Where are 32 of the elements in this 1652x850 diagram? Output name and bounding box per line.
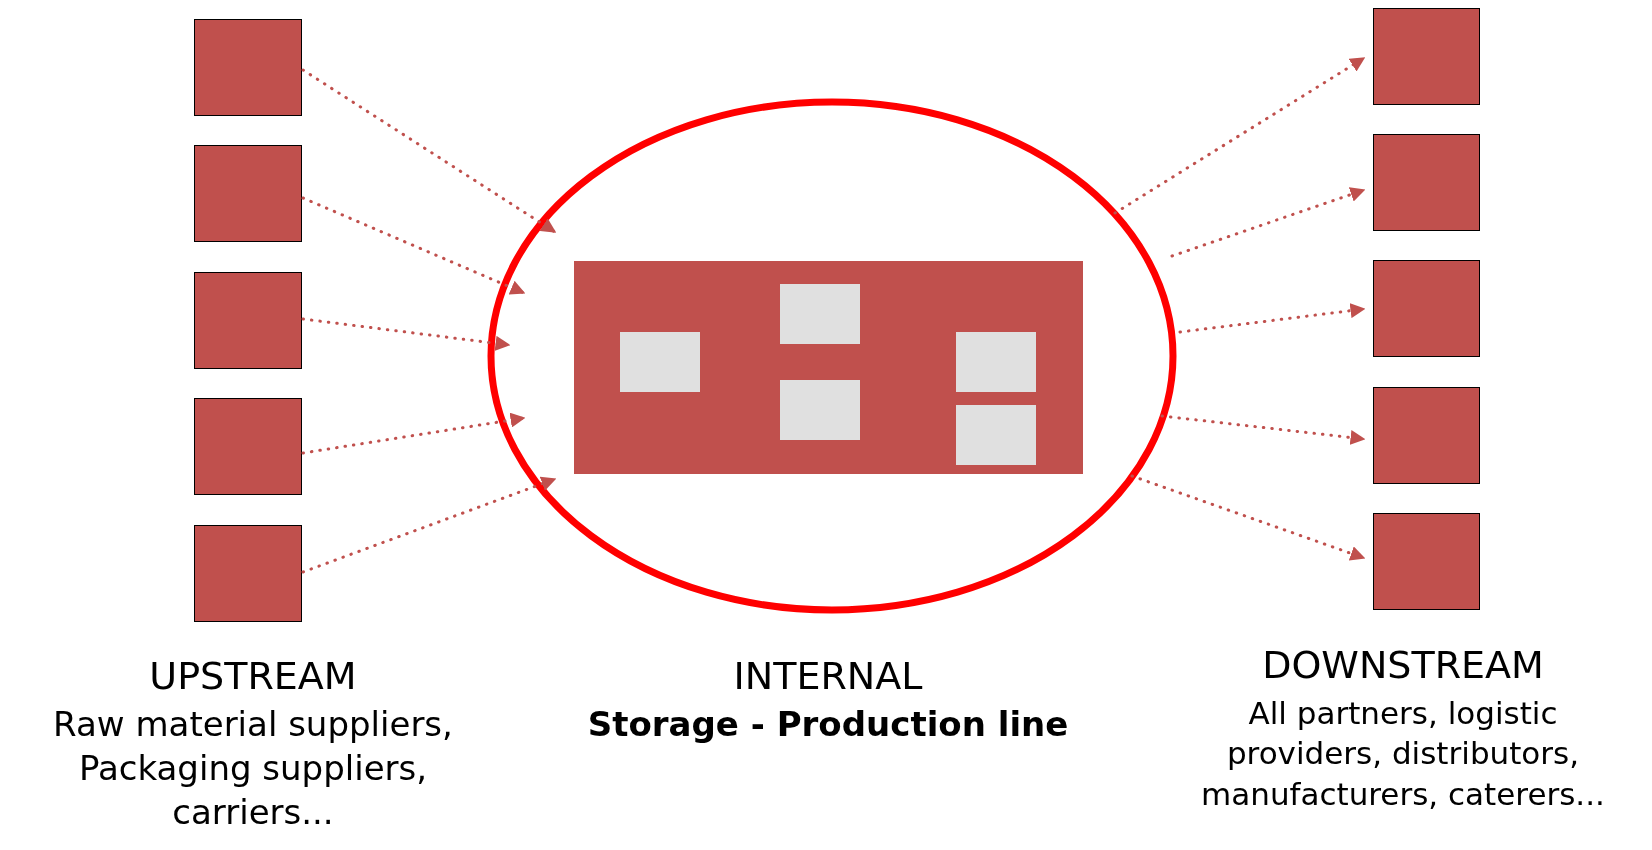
group-description: All partners, logistic providers, distributors, manufacturers, caterers... <box>1200 694 1606 814</box>
group-heading: DOWNSTREAM <box>1261 642 1545 689</box>
arrow <box>1113 56 1366 215</box>
arrow <box>1178 303 1366 334</box>
arrow <box>1130 474 1366 561</box>
partner-box <box>1373 134 1480 231</box>
group-heading: UPSTREAM <box>148 653 358 700</box>
supplier-box <box>194 525 302 622</box>
arrow <box>301 476 557 574</box>
supplier-box <box>194 145 302 242</box>
storage-block <box>956 405 1036 465</box>
supplier-box <box>194 398 302 495</box>
storage-block <box>780 380 860 440</box>
arrow <box>301 196 526 295</box>
partner-box <box>1373 8 1480 105</box>
supplier-box <box>194 19 302 116</box>
partner-box <box>1373 513 1480 610</box>
arrow <box>1170 187 1366 258</box>
arrow <box>301 317 511 351</box>
group-heading: INTERNAL <box>732 653 924 700</box>
arrow <box>301 412 526 455</box>
arrow <box>1160 414 1366 445</box>
arrow <box>301 68 557 234</box>
partner-box <box>1373 260 1480 357</box>
production-area <box>574 261 1083 474</box>
supplier-box <box>194 272 302 369</box>
group-subheading: Storage - Production line <box>586 703 1070 746</box>
group-description: Raw material suppliers, Packaging suppliers, carriers... <box>52 703 454 835</box>
partner-box <box>1373 387 1480 484</box>
storage-block <box>620 332 700 392</box>
storage-block <box>780 284 860 344</box>
storage-block <box>956 332 1036 392</box>
